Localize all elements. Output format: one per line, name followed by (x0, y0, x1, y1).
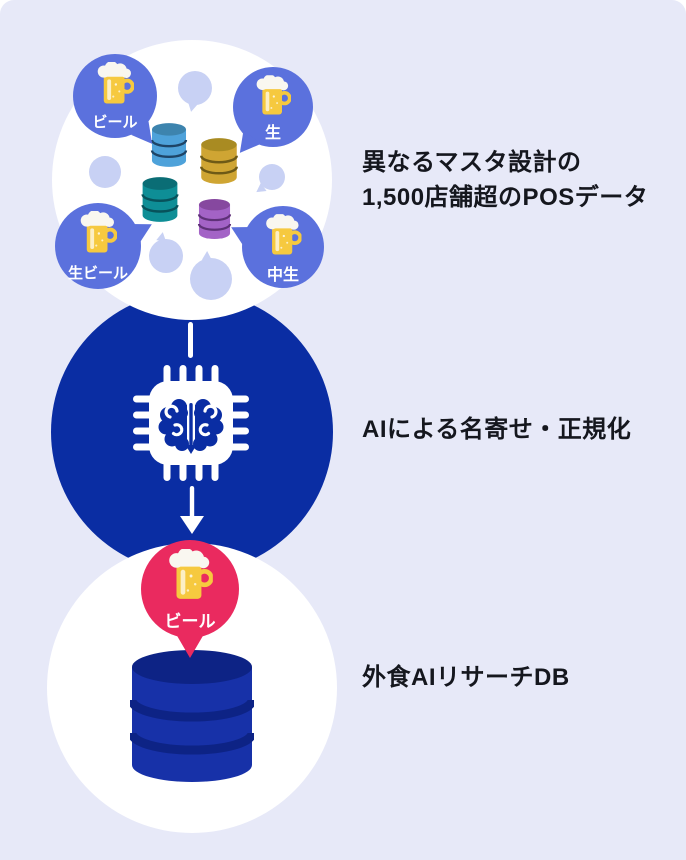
empty-speech-bubble (178, 71, 212, 113)
beer-mug-icon (79, 211, 117, 256)
speech-bubble-label: 中生 (266, 267, 299, 284)
beer-mug-icon (96, 62, 134, 107)
empty-speech-bubble (253, 164, 285, 197)
speech-bubble-chunama: 中生 (226, 206, 324, 288)
caption-ai-normalization: AIによる名寄せ・正規化 (362, 416, 632, 443)
bubble-tail (201, 250, 213, 261)
beer-mug-icon (255, 75, 291, 118)
empty-speech-bubble (149, 231, 183, 273)
beer-mug-icon (265, 214, 302, 258)
research-database-icon (130, 650, 254, 782)
speech-bubble-label: 生 (264, 125, 281, 142)
caption-research-db: 外食AIリサーチDB (362, 664, 570, 691)
connector-line (188, 322, 193, 358)
speech-bubble-label: 生ビール (67, 265, 128, 282)
bubble-tail (186, 102, 198, 113)
caption-pos-data-line2: 1,500店舗超のPOSデータ (362, 184, 649, 211)
speech-bubble-nama: 生 (231, 67, 313, 160)
beer-mug-icon (167, 549, 213, 603)
ai-chip-brain-icon (133, 365, 249, 481)
speech-bubble-label: ビール (92, 114, 138, 131)
bubble-tail (156, 231, 168, 242)
speech-bubble-result-beer: ビール (141, 540, 239, 658)
caption-pos-data: 異なるマスタ設計の 1,500店舗超のPOSデータ (362, 145, 648, 215)
down-arrow-icon (180, 486, 204, 534)
speech-bubble-namabeer: 生ビール (55, 203, 157, 289)
empty-speech-bubble (190, 250, 232, 300)
empty-speech-bubble (89, 156, 121, 188)
bubble-tail (176, 634, 204, 658)
speech-bubble-label: ビール (164, 612, 216, 631)
caption-pos-data-line1: 異なるマスタ設計の (362, 149, 582, 176)
speech-bubble-beer: ビール (73, 54, 161, 151)
